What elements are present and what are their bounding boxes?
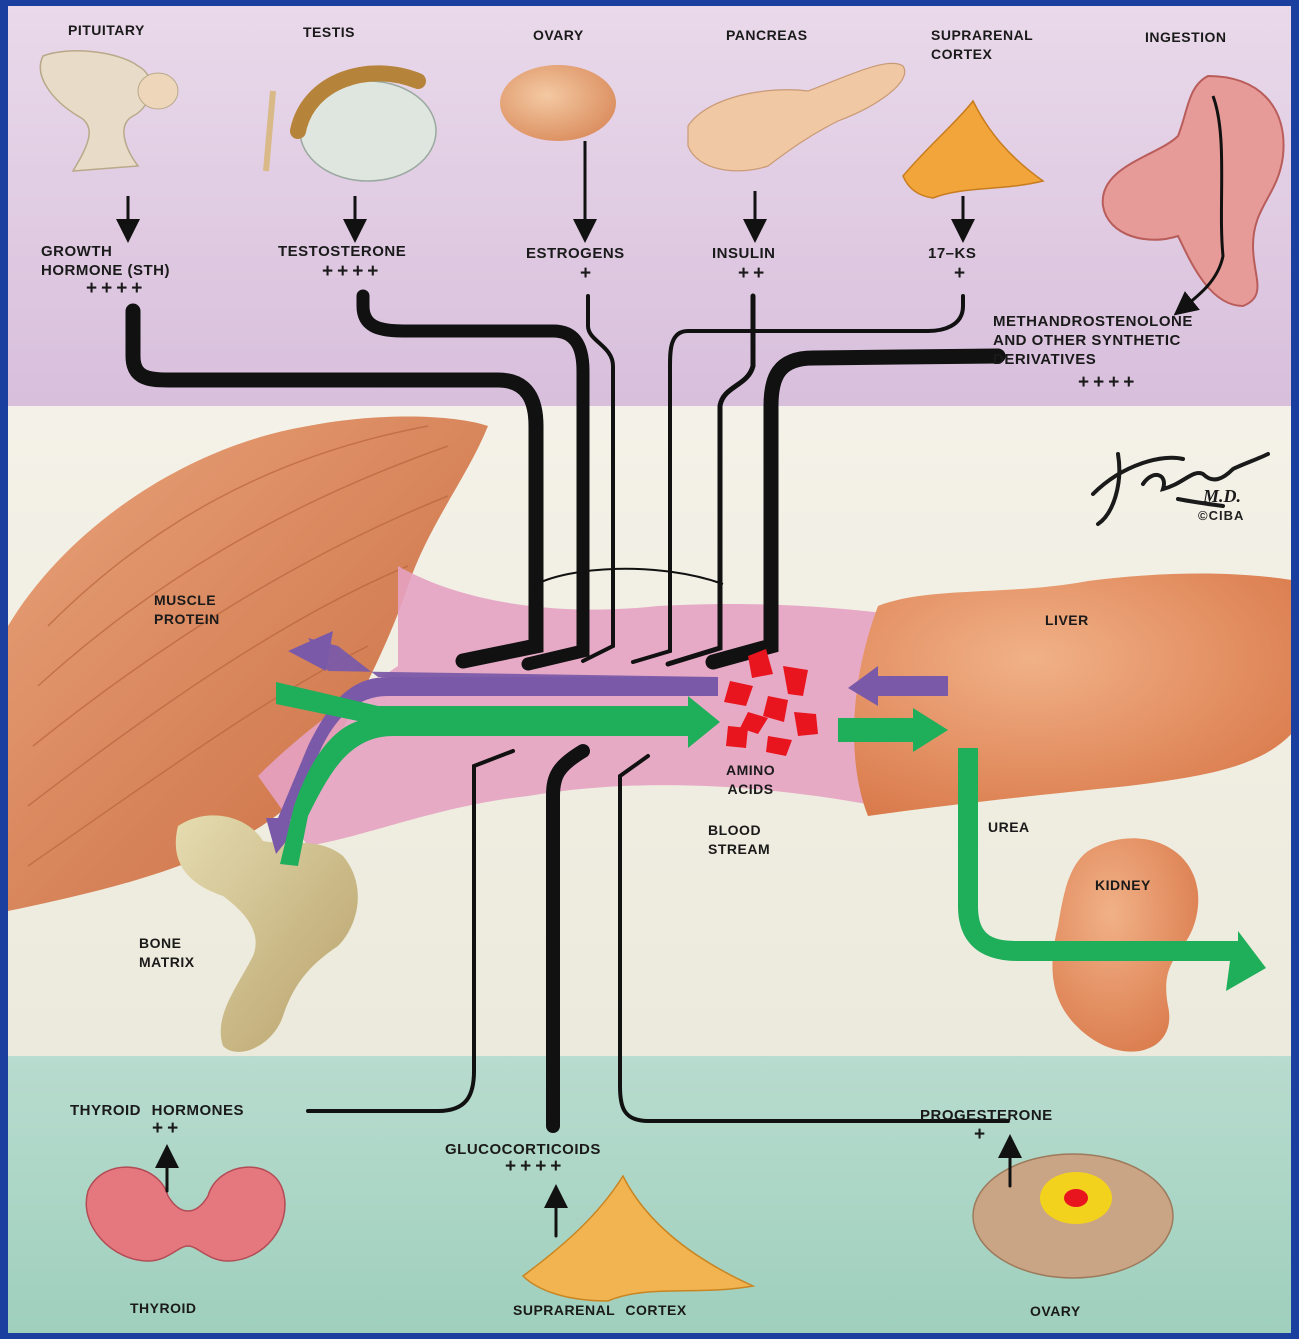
hormone-label-progesterone: PROGESTERONE (920, 1106, 1053, 1125)
hormone-label-methandrostenolone: METHANDROSTENOLONE AND OTHER SYNTHETIC D… (993, 312, 1193, 369)
copyright-label: ©CIBA (1198, 508, 1244, 523)
tissue-label-liver: LIVER (1045, 611, 1089, 630)
diagram-frame: PITUITARY TESTIS OVARY PANCREAS SUPRAREN… (8, 6, 1291, 1333)
organ-label-suprarenal-cortex-bottom: SUPRARENAL CORTEX (513, 1301, 687, 1320)
tissue-label-blood-stream: BLOOD STREAM (708, 821, 770, 859)
organ-label-pancreas: PANCREAS (726, 26, 808, 45)
effect-insulin: ++ (738, 263, 768, 285)
hormone-label-17-ks: 17–KS (928, 244, 976, 263)
pituitary-illustration (40, 51, 178, 171)
suprarenal-cortex-illustration-bottom (523, 1176, 753, 1301)
effect-glucocorticoids: ++++ (505, 1156, 565, 1178)
effect-methandrostenolone: ++++ (1078, 372, 1138, 394)
tissue-label-bone-matrix: BONE MATRIX (139, 934, 195, 972)
tissue-label-amino-acids: AMINO ACIDS (726, 761, 775, 799)
organ-label-ovary-bottom: OVARY (1030, 1302, 1081, 1321)
organ-label-suprarenal-cortex-top: SUPRARENAL CORTEX (931, 26, 1033, 64)
hormone-label-estrogens: ESTROGENS (526, 244, 625, 263)
thyroid-illustration (86, 1167, 285, 1261)
hormone-label-growth-hormone: GROWTH HORMONE (STH) (41, 242, 170, 280)
svg-text:M.D.: M.D. (1202, 486, 1241, 506)
effect-thyroid-hormones: ++ (152, 1118, 182, 1140)
tissue-label-muscle-protein: MUSCLE PROTEIN (154, 591, 220, 629)
tissue-label-kidney: KIDNEY (1095, 876, 1151, 895)
organ-label-thyroid: THYROID (130, 1299, 197, 1318)
effect-progesterone: + (974, 1124, 989, 1146)
hormone-label-insulin: INSULIN (712, 244, 776, 263)
ovary-illustration-bottom (973, 1154, 1173, 1278)
pancreas-illustration (688, 63, 905, 171)
suprarenal-cortex-illustration-top (903, 101, 1043, 198)
organ-label-ovary-top: OVARY (533, 26, 584, 45)
stomach-illustration (1103, 76, 1284, 306)
bone-illustration (176, 815, 358, 1052)
effect-estrogens: + (580, 263, 595, 285)
diagram-illustration (8, 6, 1291, 1333)
testis-illustration (266, 73, 436, 181)
effect-growth-hormone: ++++ (86, 278, 146, 300)
tissue-label-urea: UREA (988, 818, 1030, 837)
ovary-illustration-top (500, 65, 616, 141)
netter-signature: M.D. (1083, 424, 1273, 534)
organ-label-testis: TESTIS (303, 23, 355, 42)
ligature-loops (533, 569, 723, 586)
hormone-label-testosterone: TESTOSTERONE (278, 242, 406, 261)
effect-17-ks: + (954, 263, 969, 285)
organ-label-pituitary: PITUITARY (68, 21, 145, 40)
effect-testosterone: ++++ (322, 261, 382, 283)
organ-label-ingestion: INGESTION (1145, 28, 1227, 47)
